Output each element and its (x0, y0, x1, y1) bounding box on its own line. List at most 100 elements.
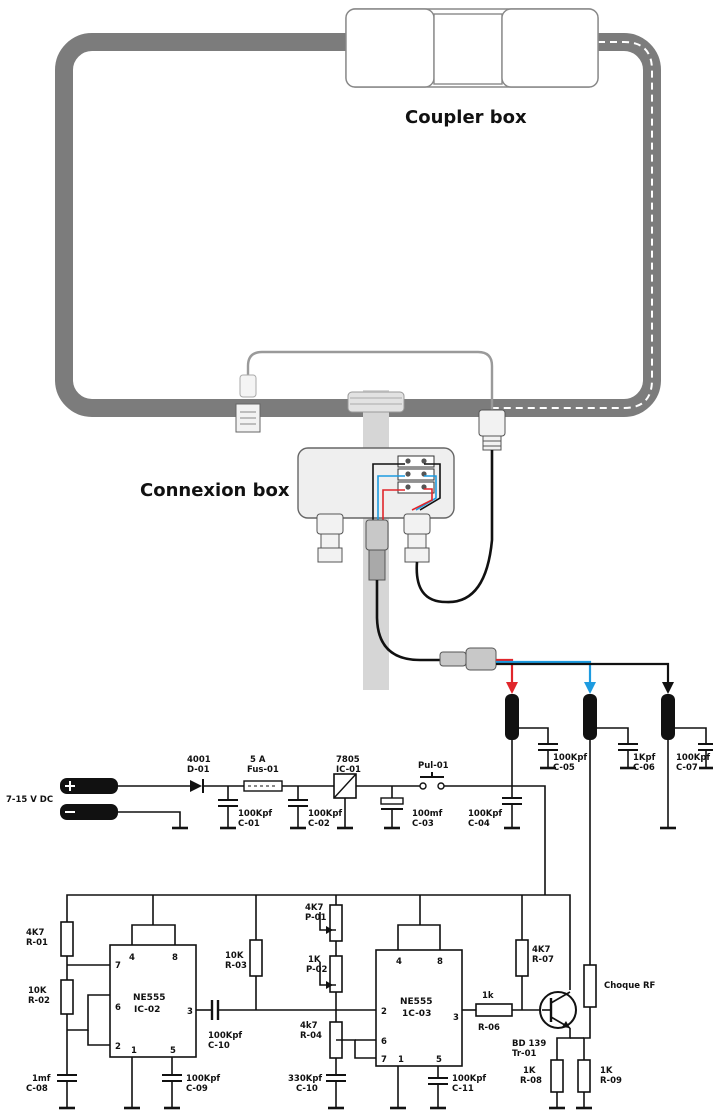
ic03-pin: 7 (381, 1055, 387, 1065)
label-r09-ref: R-09 (600, 1076, 622, 1086)
label-c01-ref: C-01 (238, 819, 260, 829)
label-c03-ref: C-03 (412, 819, 434, 829)
label-tr01-value: BD 139 (512, 1039, 546, 1049)
resistor-r02 (60, 979, 74, 1015)
resistor-r07 (515, 939, 529, 977)
label-fus01-value: 5 A (250, 755, 266, 765)
label-c06-value: 1Kpf (633, 753, 656, 763)
label-d01-ref: D-01 (187, 765, 210, 775)
label-c03-value: 100mf (412, 809, 443, 819)
label-c08-ref: C-08 (26, 1084, 48, 1094)
label-c09-ref: C-09 (186, 1084, 208, 1094)
label-r01-value: 4K7 (26, 928, 45, 938)
label-r04-ref: R-04 (300, 1031, 322, 1041)
ic02-chip (109, 944, 197, 1058)
ic03-pin: 4 (396, 957, 402, 967)
label-r08-ref: R-08 (520, 1076, 542, 1086)
ic02-pin: 2 (115, 1042, 121, 1052)
label-c10b-value: 330Kpf (288, 1074, 322, 1084)
label-ic01-value: 7805 (336, 755, 360, 765)
ic03-pin: 6 (381, 1037, 387, 1047)
box-connector-right (403, 513, 431, 563)
label-r09-value: 1K (600, 1066, 613, 1076)
splitter-plug (439, 647, 497, 671)
label-r03-value: 10K (225, 951, 244, 961)
ic03-chip (375, 949, 463, 1067)
regulator-ic01 (333, 773, 357, 799)
inner-cable (246, 350, 494, 410)
supply-label: 7-15 V DC (6, 795, 53, 805)
label-r02-ref: R-02 (28, 996, 50, 1006)
label-c06-ref: C-06 (633, 763, 655, 773)
label-r01-ref: R-01 (26, 938, 48, 948)
label-ic01-ref: IC-01 (336, 765, 361, 775)
choke-rf (583, 964, 597, 1008)
label-c11-value: 100Kpf (452, 1074, 486, 1084)
inner-cable-plug (239, 374, 257, 398)
label-c08-value: 1mf (32, 1074, 51, 1084)
ic03-pin: 3 (453, 1013, 459, 1023)
resistor-r08 (550, 1059, 564, 1093)
battery (60, 778, 118, 820)
label-p02-value: 1K (308, 955, 321, 965)
label-r07-ref: R-07 (532, 955, 554, 965)
label-pul01: Pul-01 (418, 761, 449, 771)
resistor-r03 (249, 939, 263, 977)
ic02-pin: 4 (129, 953, 135, 963)
label-c04-ref: C-04 (468, 819, 490, 829)
coax-stub-black (661, 694, 675, 740)
label-c07-ref: C-07 (676, 763, 698, 773)
label-c11-ref: C-11 (452, 1084, 474, 1094)
ic03-pin: 8 (437, 957, 443, 967)
label-r06-value: 1k (482, 991, 494, 1001)
label-p02-ref: P-02 (306, 965, 328, 975)
coupler-box (345, 8, 599, 88)
label-c04-value: 100Kpf (468, 809, 502, 819)
ic03-pin: 2 (381, 1007, 387, 1017)
ic02-ref: IC-02 (134, 1005, 160, 1015)
label-c10b-ref: C-10 (296, 1084, 318, 1094)
coax-stub-blue (583, 694, 597, 740)
left-loop-connector (235, 403, 261, 433)
pot-p01 (329, 904, 343, 942)
label-c07-value: 100Kpf (676, 753, 710, 763)
label-fus01-ref: Fus-01 (247, 765, 279, 775)
label-c01-value: 100Kpf (238, 809, 272, 819)
ic02-pin: 7 (115, 961, 121, 971)
label-d01-value: 4001 (187, 755, 211, 765)
label-tr01-ref: Tr-01 (512, 1049, 536, 1059)
connexion-box (297, 447, 455, 528)
label-c02-value: 100Kpf (308, 809, 342, 819)
coax-cable-loop (415, 450, 494, 604)
coax-stub-red (505, 694, 519, 740)
pot-p02 (329, 955, 343, 993)
label-r03-ref: R-03 (225, 961, 247, 971)
ic02-pin: 3 (187, 1007, 193, 1017)
label-p01-value: 4K7 (305, 903, 324, 913)
box-connector-middle (365, 519, 389, 581)
coax-cable-main (375, 580, 440, 662)
ic03-ref: 1C-03 (402, 1009, 431, 1019)
ic02-pin: 8 (172, 953, 178, 963)
ic03-pin: 1 (398, 1055, 404, 1065)
ic02-pin: 1 (131, 1046, 137, 1056)
label-r04-value: 4k7 (300, 1021, 318, 1031)
label-c10a-ref: C-10 (208, 1041, 230, 1051)
connexion-box-title: Connexion box (140, 480, 290, 501)
label-c02-ref: C-02 (308, 819, 330, 829)
coupler-box-title: Coupler box (405, 107, 527, 128)
box-connector-left (316, 513, 344, 563)
ic02-pin: 5 (170, 1046, 176, 1056)
label-r07-value: 4K7 (532, 945, 551, 955)
resistor-r01 (60, 921, 74, 957)
resistor-r06 (475, 1003, 513, 1017)
label-r08-value: 1K (523, 1066, 536, 1076)
label-r02-value: 10K (28, 986, 47, 996)
label-c05-value: 100Kpf (553, 753, 587, 763)
label-p01-ref: P-01 (305, 913, 327, 923)
diode-d01 (190, 779, 204, 793)
ic03-part: NE555 (400, 997, 432, 1007)
transistor-tr01 (539, 991, 577, 1029)
label-c05-ref: C-05 (553, 763, 575, 773)
